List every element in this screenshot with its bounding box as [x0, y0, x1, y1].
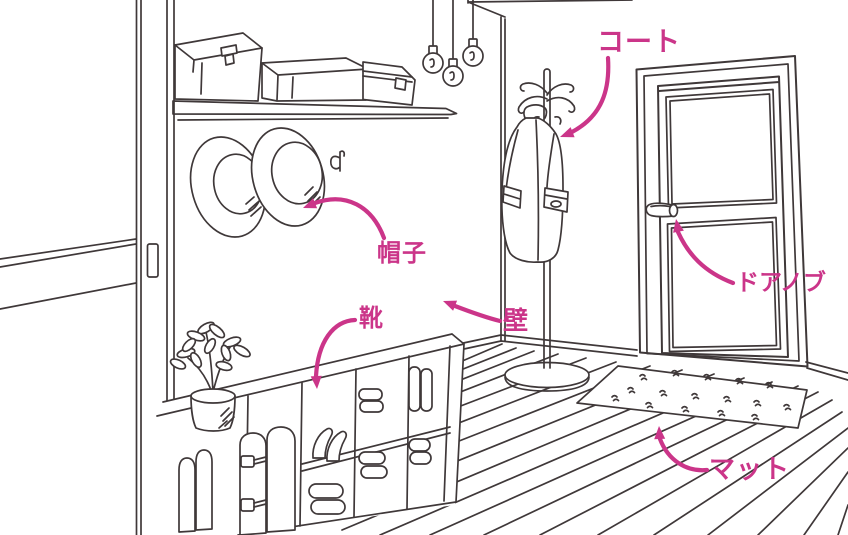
door — [635, 55, 809, 368]
coat-stand-base — [504, 361, 590, 389]
sliding-door-pull — [146, 243, 159, 278]
coat-stand — [500, 68, 590, 392]
storage-boxes — [174, 32, 416, 106]
box-latch — [394, 77, 407, 91]
door-handle — [645, 202, 679, 218]
mat-arrow — [654, 426, 710, 473]
sliding-door — [0, 0, 175, 535]
storage-box-right — [362, 61, 416, 106]
label-wall: 壁 — [503, 307, 530, 335]
label-coat: コート — [597, 27, 681, 57]
wall-arrow — [443, 300, 503, 324]
label-doorknob: ドアノブ — [736, 269, 826, 295]
coat-cuff — [543, 187, 569, 213]
pendant-lights — [422, 0, 484, 87]
annotation-arrows — [303, 55, 736, 473]
label-shoes: 靴 — [359, 305, 384, 332]
rain-boots — [178, 449, 213, 533]
coat — [500, 104, 569, 264]
hat-arrow — [303, 197, 387, 241]
light-bulb — [422, 52, 444, 74]
wall-shelf — [172, 100, 458, 121]
door-panel-lower — [666, 216, 782, 353]
potted-plant — [169, 321, 251, 432]
boots — [239, 426, 296, 535]
boot-buckle — [240, 498, 255, 512]
floor-mat — [576, 365, 808, 429]
plant-pot — [190, 395, 236, 432]
coat-stand-hooks — [517, 82, 576, 125]
shoes — [308, 366, 433, 515]
shoe-rack — [156, 333, 465, 535]
hat-crown — [270, 141, 324, 205]
wall-hook — [329, 150, 346, 172]
box-latch — [220, 44, 238, 66]
doorknob-arrow — [673, 219, 736, 286]
label-hat: 帽子 — [377, 240, 427, 267]
hats — [189, 127, 326, 238]
storage-box-left — [174, 32, 263, 102]
light-bulb — [462, 45, 484, 67]
room-corner — [467, 0, 633, 342]
label-mat: マット — [709, 454, 791, 484]
coat-arrow — [560, 55, 611, 138]
light-bulb — [442, 65, 464, 87]
boot-buckle — [240, 455, 255, 468]
shoes-arrow — [310, 317, 358, 389]
door-panel-upper — [665, 88, 778, 209]
